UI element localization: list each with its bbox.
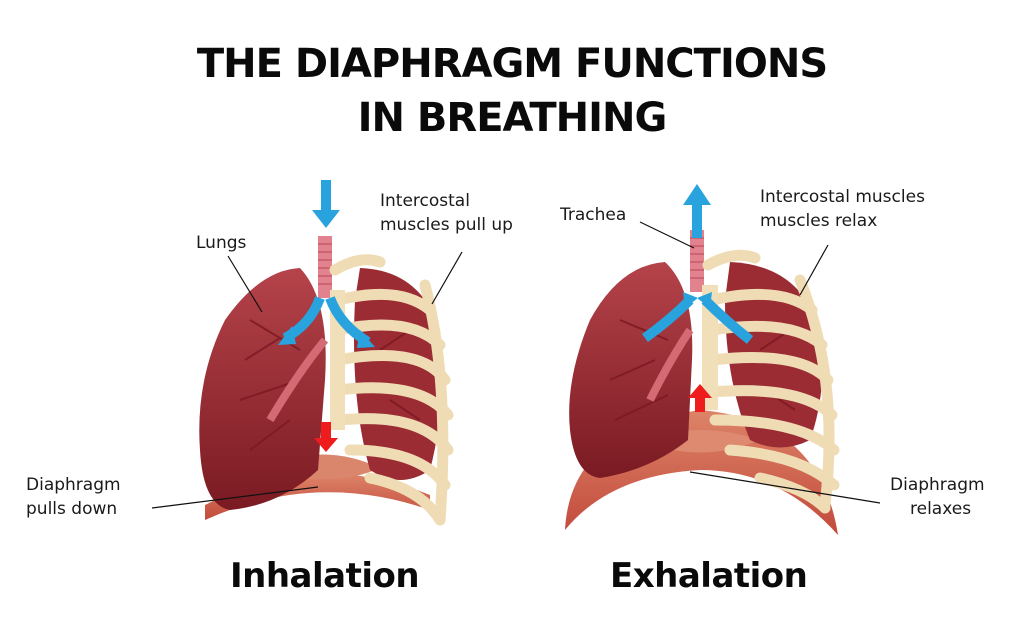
- diagram-title-line1: THE DIAPHRAGM FUNCTIONS: [196, 41, 828, 87]
- caption-inhalation: Inhalation: [230, 556, 420, 596]
- diagram-title-line2: IN BREATHING: [357, 95, 668, 141]
- label-diaphragm-exhale-1: Diaphragm: [890, 475, 985, 495]
- label-intercostal-inhale-2: muscles pull up: [380, 215, 513, 235]
- inhalation-illustration: [151, 180, 463, 526]
- label-lungs: Lungs: [196, 233, 247, 253]
- label-intercostal-exhale-2: muscles relax: [760, 211, 878, 231]
- label-trachea: Trachea: [560, 205, 627, 225]
- caption-exhalation: Exhalation: [610, 556, 808, 596]
- trachea-exhalation: [690, 230, 704, 292]
- label-diaphragm-exhale-2: relaxes: [910, 499, 972, 519]
- left-lung-inhalation: [199, 268, 326, 510]
- label-intercostal-exhale-1: Intercostal muscles: [760, 187, 925, 207]
- rib-cage-inhalation: [329, 254, 454, 526]
- diaphragm-down-arrow-icon: [314, 422, 338, 452]
- air-out-arrow-icon: [683, 184, 711, 238]
- diaphragm-up-arrow-icon: [688, 384, 712, 412]
- label-diaphragm-inhale-2: pulls down: [26, 499, 118, 519]
- trachea-inhalation: [318, 236, 332, 298]
- rib-cage-exhalation: [702, 249, 840, 514]
- label-diaphragm-inhale-1: Diaphragm: [26, 475, 121, 495]
- label-intercostal-inhale-1: Intercostal: [380, 191, 470, 211]
- exhalation-illustration: [565, 184, 881, 535]
- air-in-arrow-icon: [312, 180, 340, 228]
